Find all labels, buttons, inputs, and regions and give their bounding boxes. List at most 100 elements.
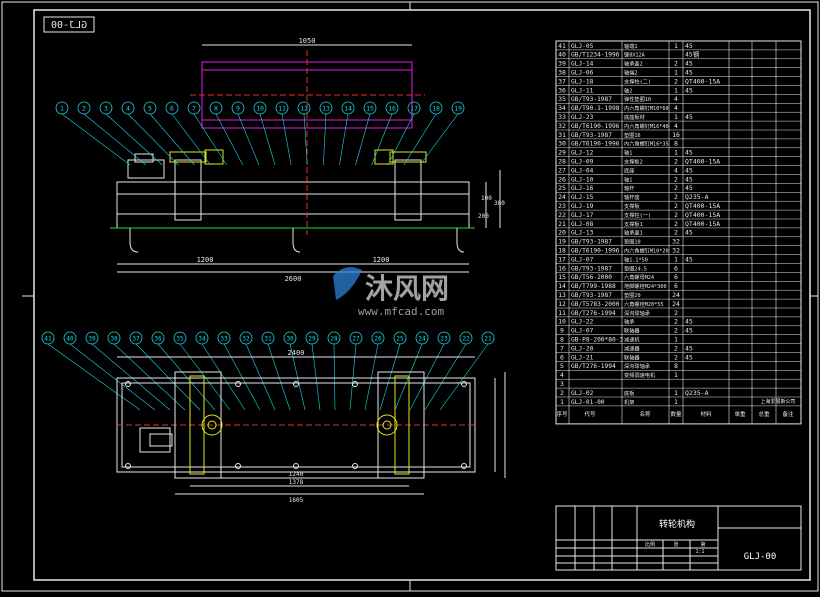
bolt-hole (235, 381, 241, 387)
balloon-label: 4 (126, 105, 130, 113)
bom-cell: 45 (685, 60, 693, 68)
bom-cell: GLJ-07 (571, 256, 594, 263)
dim-h2: 200 (478, 213, 489, 220)
bom-cell: 机架 (624, 398, 634, 406)
balloon-label: 3 (104, 105, 108, 113)
bom-cell: 2 (560, 389, 564, 397)
bom-cell: GLJ-11 (571, 87, 594, 94)
leader-line (193, 113, 227, 166)
balloon (107, 331, 121, 345)
bom-cell: GB/T276-1994 (571, 310, 616, 317)
bom-cell: 1 (674, 113, 678, 121)
bom-cell: 六角螺栓M20*55 (624, 300, 664, 308)
balloon-label: 27 (352, 336, 360, 343)
balloon (363, 101, 377, 115)
balloon-label: 39 (88, 336, 96, 343)
mirrored-code-box (43, 16, 95, 33)
balloon (217, 331, 231, 345)
bom-cell: 2 (674, 184, 678, 192)
dim-plan-span: 2400 (288, 349, 305, 357)
bom-cell: 40 (558, 51, 566, 59)
bom-cell: 39 (558, 60, 566, 68)
bom-cell: 支撑板1 (624, 220, 643, 228)
balloon-label: 15 (366, 105, 374, 113)
leader-line (424, 343, 467, 411)
bom-cell: 2 (674, 353, 678, 361)
bom-cell: GB/T6190-1996 (571, 141, 620, 148)
bom-cell: 4 (674, 95, 678, 103)
balloon (385, 101, 399, 115)
bom-cell: GB/T93-1987 (571, 96, 612, 103)
bom-cell: 2 (674, 327, 678, 335)
bom-cell: GLJ-13 (571, 230, 594, 237)
balloon-label: 21 (484, 336, 492, 343)
bolt-hole (293, 463, 299, 469)
drawing-title: 转轮机构 (659, 518, 695, 530)
bom-cell: 29 (558, 149, 566, 157)
bom-cell: 45 (685, 175, 693, 183)
bom-header-cell: 序号 (556, 410, 568, 418)
elev-bottom-beam (116, 213, 470, 229)
bom-cell: 3 (560, 380, 564, 388)
balloon-label: 6 (170, 105, 174, 113)
bom-cell: 45 (685, 184, 693, 192)
balloon-label: 9 (236, 105, 240, 113)
plan-left-shaft (201, 414, 223, 436)
bom-cell: 1 (560, 398, 564, 406)
bom-cell: 轴2 (624, 86, 632, 94)
bom-cell: 41 (558, 42, 566, 50)
bom-cell: 支撑柱(一) (624, 211, 651, 219)
balloon-label: 35 (176, 336, 184, 343)
leader-line (91, 343, 171, 411)
bom-cell: 24 (558, 193, 566, 201)
bom-cell: GLJ-12 (571, 150, 594, 157)
balloon (459, 331, 473, 345)
balloon (63, 331, 77, 345)
plan-right-support (377, 371, 425, 479)
bom-cell: 8 (560, 336, 564, 344)
balloon-label: 14 (344, 105, 352, 113)
bom-cell: 45 (685, 255, 693, 263)
bom-cell: 32 (672, 247, 680, 255)
balloon-label: 12 (300, 105, 308, 113)
bom-cell: 45 (685, 113, 693, 121)
bom-cell: 6 (560, 353, 564, 361)
bom-cell: 内六角螺钉M16*35 (624, 140, 669, 148)
bolt-hole (293, 381, 299, 387)
bom-cell: 20 (558, 229, 566, 237)
dim-overall: 2600 (285, 275, 302, 283)
elev-right-support (394, 159, 422, 221)
balloon-label: 34 (198, 336, 206, 343)
watermark-url: www.mfcad.com (358, 305, 444, 318)
bom-cell: GB/T93-1987 (571, 292, 612, 299)
bom-cell: QT400-15A (685, 77, 720, 85)
leader-line (69, 343, 156, 411)
bom-cell: 7 (560, 344, 564, 352)
balloon (319, 101, 333, 115)
leader-line (83, 113, 147, 166)
balloon (437, 331, 451, 345)
bom-cell: QT400-15A (685, 211, 720, 219)
bom-cell: QT400-15A (685, 220, 720, 228)
bom-cell: 垫圈10 (624, 238, 641, 246)
balloon-label: 19 (454, 105, 462, 113)
bom-cell: 垫圈20 (624, 291, 641, 299)
bolt-hole (352, 463, 358, 469)
leader-line (333, 343, 336, 411)
bom-cell: 1 (674, 255, 678, 263)
leader-line (201, 343, 246, 411)
bolt-hole (461, 381, 467, 387)
bom-cell: 16 (558, 264, 566, 272)
bom-cell: 底板 (624, 389, 635, 397)
leader-line (259, 113, 276, 166)
bom-cell: 1 (674, 336, 678, 344)
bom-cell: 2 (674, 211, 678, 219)
leader-line (311, 343, 321, 411)
bom-cell: 31 (558, 131, 566, 139)
bom-cell: GLJ-22 (571, 319, 594, 326)
bom-cell: 23 (558, 202, 566, 210)
mirrored-code: GLJ-00 (51, 20, 87, 31)
balloon-label: 1 (60, 105, 64, 113)
leader-line (113, 343, 186, 411)
bom-cell: 底座板材 (624, 113, 645, 121)
